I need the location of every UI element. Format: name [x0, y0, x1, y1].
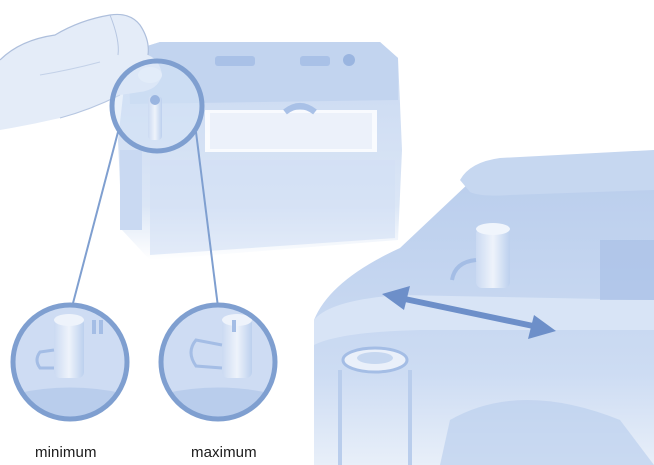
connector-line-minimum — [72, 132, 118, 307]
minimum-detail-circle — [10, 305, 130, 425]
maximum-detail-circle — [158, 305, 278, 425]
caption-minimum: minimum — [35, 444, 97, 461]
caption-maximum: maximum — [191, 444, 257, 461]
magnifier-circle-top — [112, 61, 202, 151]
